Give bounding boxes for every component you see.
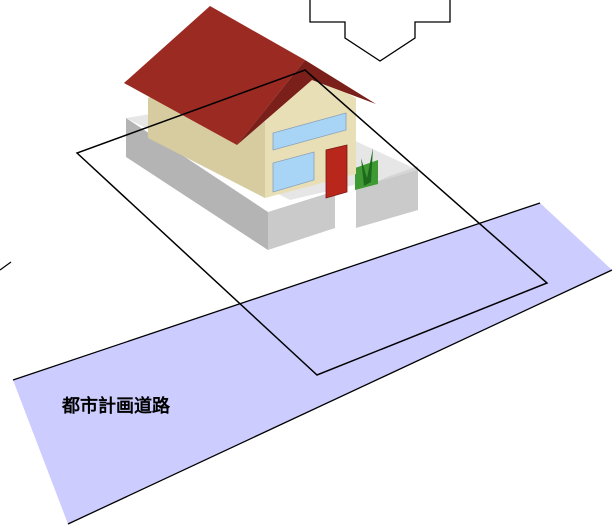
fence-right-front: [268, 191, 335, 250]
fence-left-front: [126, 118, 268, 250]
road-label: 都市計画道路: [61, 395, 171, 417]
house-window-lower: [272, 151, 315, 193]
road-band: [13, 203, 612, 524]
plant-icon: [355, 148, 378, 190]
road-lower-edge: [67, 269, 612, 525]
down-arrow-icon: [309, 0, 451, 62]
left-edge-fragment: [0, 261, 12, 271]
house-icon: [124, 6, 376, 199]
house-roof: [124, 6, 305, 145]
lot-boundary: [75, 69, 549, 376]
house-window-upper: [272, 112, 347, 151]
road-upper-edge: [12, 202, 541, 381]
house-roof-side: [237, 60, 376, 145]
house-door: [325, 144, 348, 199]
city-planning-road: [12, 202, 612, 525]
